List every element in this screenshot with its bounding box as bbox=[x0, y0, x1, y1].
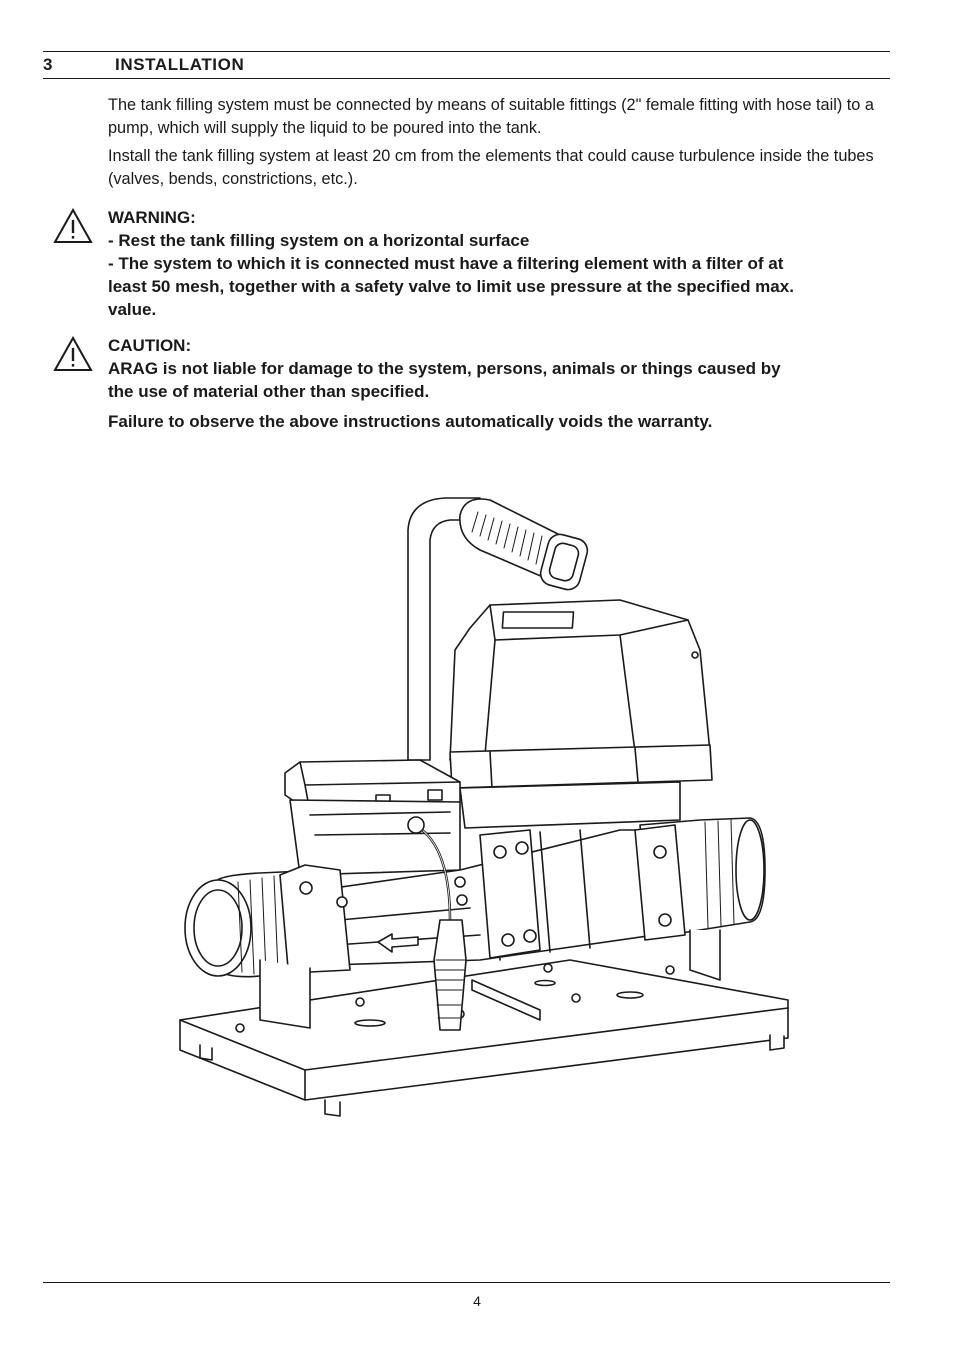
right-bracket bbox=[689, 929, 721, 981]
warning-block: WARNING: - Rest the tank filling system … bbox=[108, 206, 898, 321]
section-header: 3 INSTALLATION bbox=[43, 53, 890, 79]
caution-block: CAUTION: ARAG is not liable for damage t… bbox=[108, 334, 898, 433]
section-number: 3 bbox=[43, 55, 53, 74]
flowmeter-body bbox=[289, 799, 461, 876]
tank-filling-system-illustration bbox=[179, 497, 789, 1117]
warning-triangle-icon bbox=[53, 208, 93, 243]
warning-title: WARNING: bbox=[108, 208, 196, 227]
page-number: 4 bbox=[473, 1293, 481, 1309]
left-bracket bbox=[259, 959, 311, 1029]
warning-line-2b: least 50 mesh, together with a safety va… bbox=[108, 277, 794, 296]
caution-triangle-icon bbox=[53, 336, 93, 371]
footer-rule bbox=[43, 1282, 890, 1283]
intro-paragraph-2: Install the tank filling system at least… bbox=[108, 147, 874, 188]
header-underline bbox=[43, 78, 890, 79]
flowmeter-lid bbox=[284, 759, 461, 813]
section-title: INSTALLATION bbox=[115, 55, 245, 74]
caution-line-1b: the use of material other than specified… bbox=[108, 382, 430, 401]
caution-line-2: Failure to observe the above instruction… bbox=[108, 412, 713, 431]
warning-line-2a: - The system to which it is connected mu… bbox=[108, 254, 784, 273]
cable-connector bbox=[433, 919, 467, 1031]
warning-line-2c: value. bbox=[108, 300, 157, 319]
right-fitting-opening bbox=[735, 819, 765, 921]
caution-line-1a: ARAG is not liable for damage to the sys… bbox=[108, 359, 781, 378]
caution-title: CAUTION: bbox=[108, 336, 192, 355]
top-rule bbox=[43, 51, 890, 52]
intro-paragraph-1: The tank filling system must be connecte… bbox=[108, 96, 874, 137]
warning-line-1: - Rest the tank filling system on a hori… bbox=[108, 231, 530, 250]
